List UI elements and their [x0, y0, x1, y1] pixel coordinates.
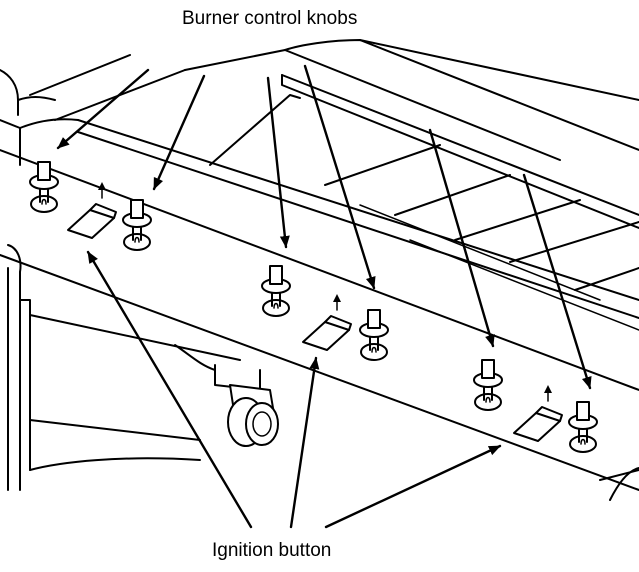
- burner-knob-icon: [122, 199, 152, 251]
- callout-arrow-icon: [56, 64, 592, 529]
- ignition-button-icon: [67, 182, 117, 239]
- caster-wheel-icon: [227, 384, 279, 447]
- ignition-button-icon: [513, 385, 563, 442]
- burner-knob-icon: [359, 309, 389, 361]
- ignition-button-icon: [302, 294, 352, 351]
- burner-knobs-callout-label: Burner control knobs: [182, 8, 358, 29]
- burner-knob-icon: [473, 359, 503, 411]
- burner-knob-icon: [261, 265, 291, 317]
- burner-knob-icon: [29, 161, 59, 213]
- ignition-button-callout-label: Ignition button: [212, 540, 332, 561]
- burner-knob-icon: [568, 401, 598, 453]
- grill-body: [0, 39, 639, 501]
